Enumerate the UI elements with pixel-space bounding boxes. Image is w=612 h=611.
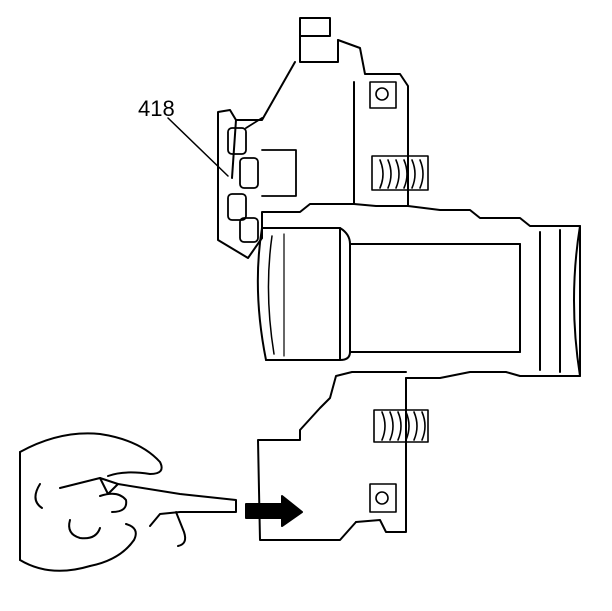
lower-seal [369, 483, 397, 513]
air-nozzle [59, 477, 237, 547]
air-flow-arrow [245, 495, 303, 527]
upper-seal [369, 81, 397, 109]
cast-lug-block [227, 117, 297, 243]
hand-illustration [19, 432, 163, 572]
lower-spring-pack [373, 409, 429, 443]
housing-body [217, 17, 581, 541]
upper-spring-pack [371, 155, 429, 191]
drum-cylinder [256, 225, 581, 377]
callout-leader-line [167, 117, 229, 177]
callout-label-418: 418 [138, 96, 175, 121]
